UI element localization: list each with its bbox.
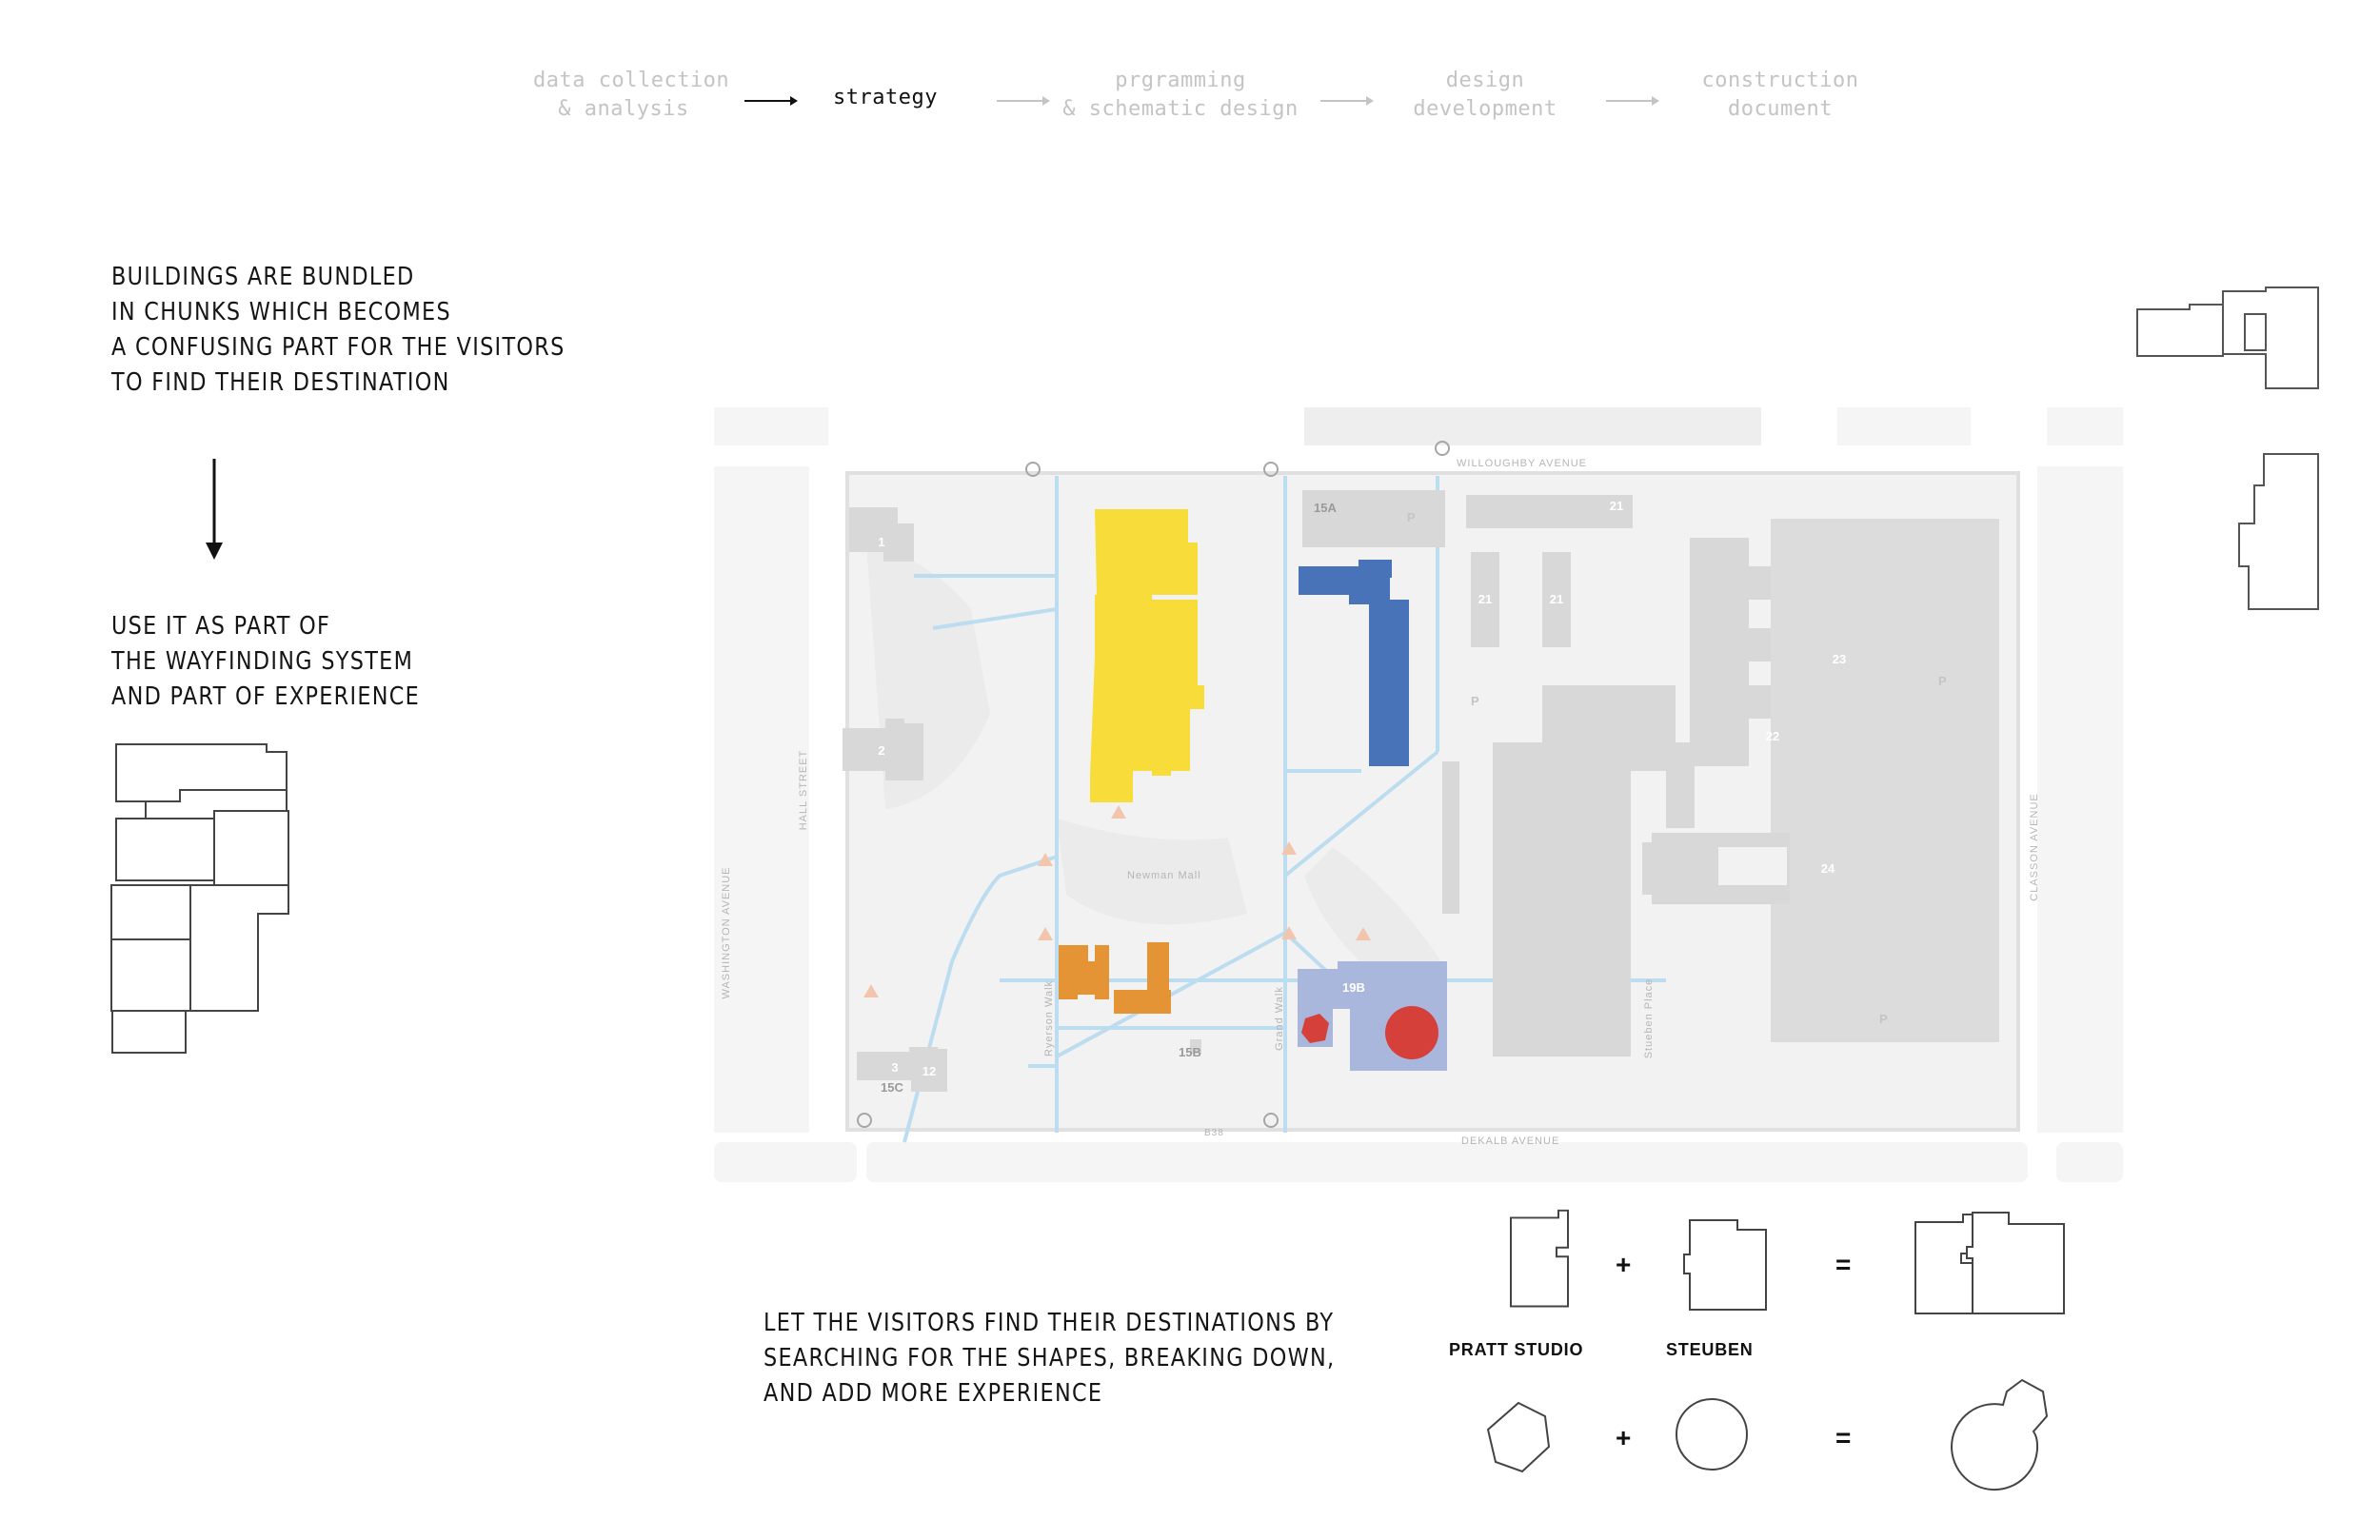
building-15b-label: 15B xyxy=(1179,1045,1201,1059)
building-24-label: 24 xyxy=(1821,861,1835,876)
grand-walk-label: Grand Walk xyxy=(1274,986,1285,1051)
campus-map: 1 2 3 12 22 23 24 21 21 21 15A 15B 15C 1… xyxy=(714,400,2123,1190)
circle-shape xyxy=(1676,1398,1748,1471)
step-data-collection: data collection & analysis xyxy=(533,69,730,121)
route-label: B38 xyxy=(1204,1128,1224,1138)
orange-building xyxy=(1059,942,1171,1014)
stueben-place-label: Stueben Place xyxy=(1643,978,1655,1059)
parking-marker: P xyxy=(1471,694,1479,708)
arrow-right-icon xyxy=(744,96,798,106)
building-12-label: 12 xyxy=(922,1064,936,1078)
step-programming: prgramming & schematic design xyxy=(1062,69,1299,121)
pratt-studio-label: PRATT STUDIO xyxy=(1449,1340,1584,1359)
step-design-development: design development xyxy=(1413,69,1557,121)
triangle-markers xyxy=(863,805,1371,997)
willoughby-avenue-label: WILLOUGHBY AVENUE xyxy=(1457,458,1587,469)
combined-building-shape xyxy=(1914,1212,2065,1314)
hexagon-shape xyxy=(1486,1401,1551,1473)
plus-sign: + xyxy=(1616,1423,1633,1452)
solution-caption: USE IT AS PART OF THE WAYFINDING SYSTEM … xyxy=(111,612,421,711)
steuben-label: STEUBEN xyxy=(1666,1340,1754,1359)
yellow-building xyxy=(1090,509,1204,802)
steuben-building xyxy=(1298,961,1447,1071)
building-19b-label: 19B xyxy=(1342,980,1365,995)
building-21-label: 21 xyxy=(1550,592,1563,606)
strategy-caption: LET THE VISITORS FIND THEIR DESTINATIONS… xyxy=(764,1309,1336,1408)
arrow-right-icon xyxy=(1606,96,1659,106)
building-21-label: 21 xyxy=(1610,499,1623,513)
plus-sign: + xyxy=(1616,1250,1633,1279)
red-hexagon-marker xyxy=(1301,1014,1329,1043)
parking-marker: P xyxy=(1879,1012,1888,1026)
building-15c-label: 15C xyxy=(881,1080,903,1095)
equals-sign: = xyxy=(1835,1423,1853,1452)
north-block xyxy=(1304,407,1761,445)
red-circle-marker xyxy=(1385,1006,1438,1059)
pratt-outline-vertical xyxy=(2238,453,2319,610)
west-street-block xyxy=(714,466,809,1133)
building-2-label: 2 xyxy=(878,743,884,758)
dekalb-avenue-label: DEKALB AVENUE xyxy=(1461,1135,1559,1147)
building-23-label: 23 xyxy=(1833,652,1846,666)
hall-street-label: HALL STREET xyxy=(798,750,809,831)
arrow-right-icon xyxy=(1320,96,1374,106)
parking-marker: P xyxy=(1938,674,1947,688)
step-strategy: strategy xyxy=(833,86,938,109)
steuben-shape xyxy=(1683,1219,1767,1311)
blue-building xyxy=(1299,560,1409,766)
building-22-label: 22 xyxy=(1766,729,1779,743)
path-network xyxy=(902,476,1666,1143)
east-street-block xyxy=(2037,466,2123,1133)
arrow-right-icon xyxy=(997,96,1050,106)
parking-marker: P xyxy=(1407,510,1416,524)
problem-caption: BUILDINGS ARE BUNDLED IN CHUNKS WHICH BE… xyxy=(111,263,565,397)
equals-sign: = xyxy=(1835,1250,1853,1279)
pratt-outline-combined xyxy=(2136,286,2319,389)
ryerson-walk-label: Ryerson Walk xyxy=(1043,980,1055,1056)
arrow-down-icon xyxy=(206,459,223,560)
step-construction-document: construction document xyxy=(1701,69,1859,121)
building-3-label: 3 xyxy=(891,1060,898,1075)
building-21-label: 21 xyxy=(1478,592,1492,606)
building-1-label: 1 xyxy=(878,535,884,549)
combined-circle-hexagon-shape xyxy=(1951,1378,2049,1491)
gray-buildings xyxy=(843,490,1999,1092)
washington-avenue-label: WASHINGTON AVENUE xyxy=(721,866,732,998)
metro-icon xyxy=(857,441,1450,1128)
pratt-studio-shape xyxy=(1510,1209,1569,1308)
classon-avenue-label: CLASSON AVENUE xyxy=(2029,793,2040,900)
building-15a-label: 15A xyxy=(1314,501,1337,515)
bundled-buildings-outline xyxy=(110,743,289,1054)
newman-mall-label: Newman Mall xyxy=(1127,870,1201,881)
